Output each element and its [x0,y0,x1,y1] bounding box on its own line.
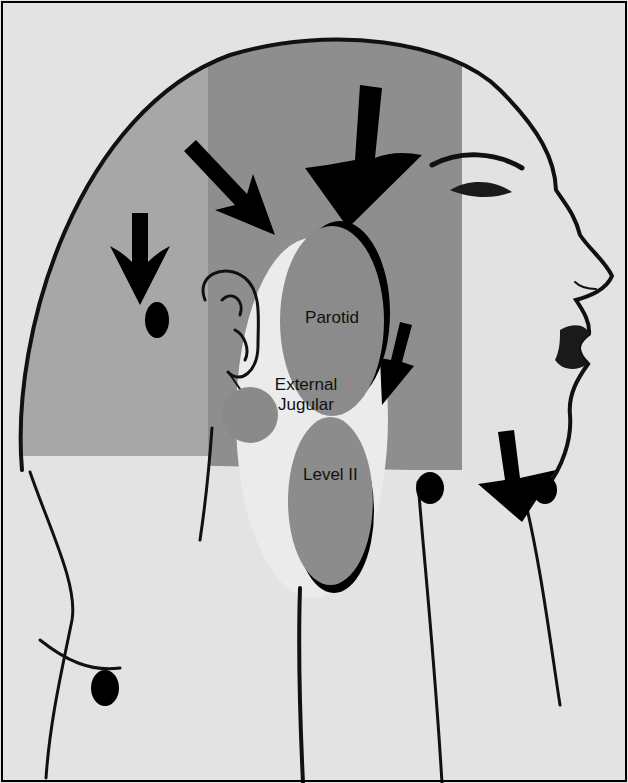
node-label: Parotid [280,308,384,328]
lymph-node-dot [416,472,444,504]
eyebrow [432,155,522,168]
head-outline [21,40,612,783]
node-oval [222,387,278,443]
drainage-arrow [184,140,275,235]
drainage-arrow [478,430,556,522]
neck-line [299,588,303,783]
node-label: External Jugular [256,375,356,415]
ear-outline [203,271,258,377]
profile-line [21,40,612,488]
throat-line [524,496,560,705]
lips [555,325,590,369]
posterior-scalp-region [0,0,208,456]
lymph-node-region: Level II [288,417,373,585]
neck-line [200,428,212,540]
node-oval [288,417,373,585]
neck-line [418,482,442,783]
drainage-arrow [380,322,414,405]
node-label: Level II [288,465,373,485]
lymph-node-dot [533,476,557,504]
face-region [462,0,628,500]
lymph-node-dot [145,302,169,338]
node-oval [288,417,373,585]
ear-detail [235,330,247,360]
anterior-scalp-region [208,0,462,470]
node-oval [222,387,278,443]
lymph-node-region: External Jugular [222,387,278,443]
eye [450,182,512,197]
back-neck-line [30,472,73,778]
lymph-node-dot [91,670,119,706]
clavicle-line [40,640,120,669]
nostril [575,282,596,289]
ear-detail [222,296,241,315]
drainage-arrow [305,85,422,228]
drainage-arrow [110,213,170,305]
